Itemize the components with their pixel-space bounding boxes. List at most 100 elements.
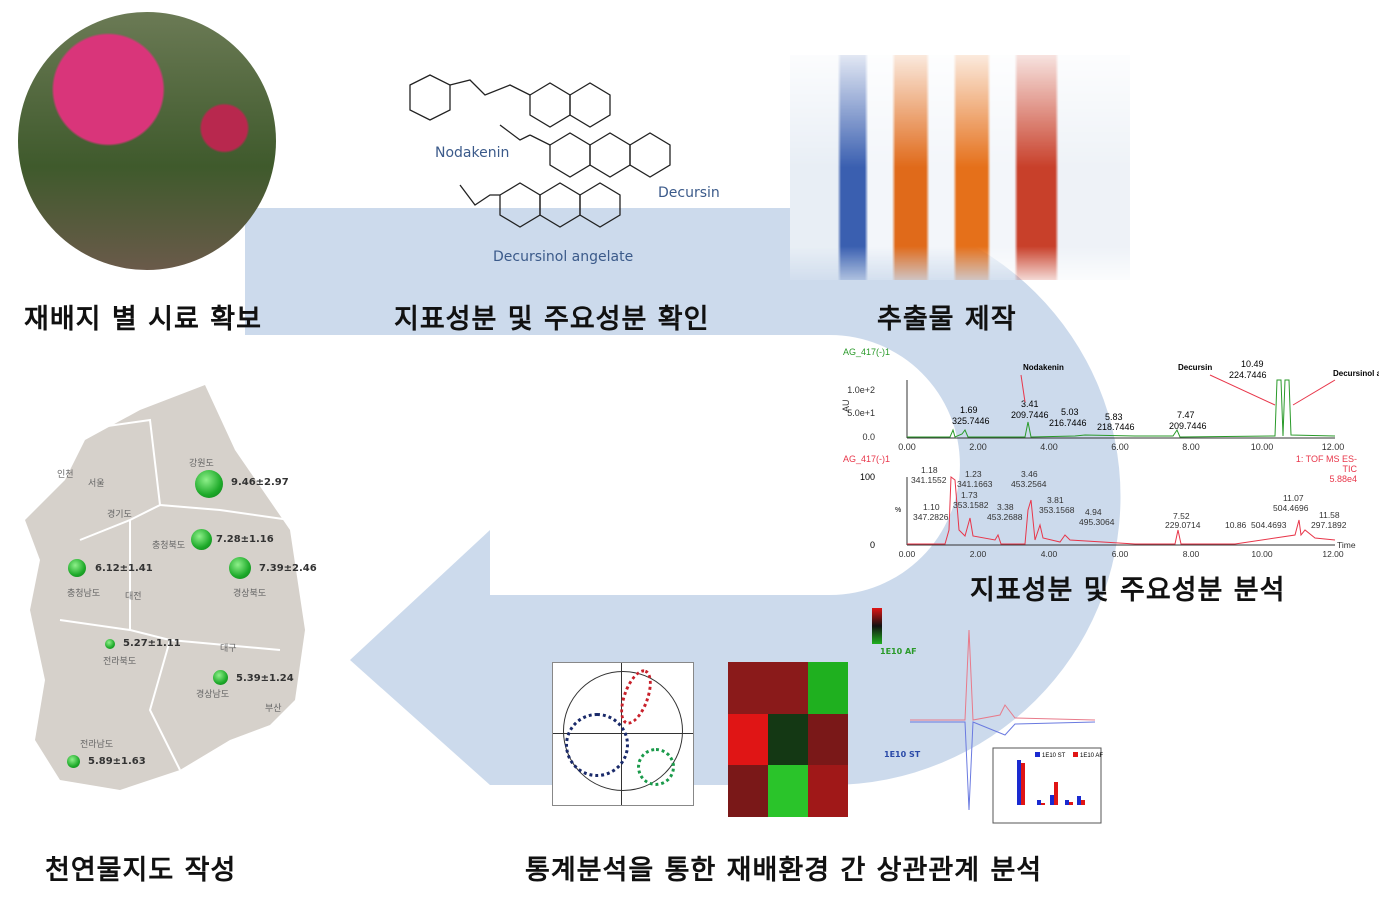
svg-text:1.23: 1.23: [965, 469, 982, 479]
top-trace: [907, 379, 1336, 438]
svg-text:297.1892: 297.1892: [1311, 520, 1347, 530]
svg-text:TIC: TIC: [1343, 464, 1358, 474]
svg-text:453.2564: 453.2564: [1011, 479, 1047, 489]
bar-legend-st: 1E10 ST: [1042, 753, 1066, 759]
svg-text:353.1568: 353.1568: [1039, 505, 1075, 515]
step-component-analysis: 지표성분 및 주요성분 분석: [970, 575, 1286, 606]
svg-text:11.58: 11.58: [1319, 510, 1340, 520]
step-natural-product-map: 천연물지도 작성: [45, 855, 237, 886]
svg-text:4.00: 4.00: [1041, 549, 1058, 559]
svg-text:5.88e4: 5.88e4: [1329, 474, 1357, 484]
svg-text:325.7446: 325.7446: [952, 416, 990, 426]
map-label-gyeongnam: 경상남도: [196, 690, 230, 700]
svg-text:224.7446: 224.7446: [1229, 370, 1267, 380]
value-gangwon: 9.46±2.97: [231, 477, 289, 488]
svg-text:353.1582: 353.1582: [953, 500, 989, 510]
svg-text:10.00: 10.00: [1251, 549, 1273, 559]
svg-text:229.0714: 229.0714: [1165, 520, 1201, 530]
map-label-jeonbuk: 전라북도: [103, 657, 137, 667]
top-ytick: 1.0e+2: [847, 385, 875, 395]
svg-text:209.7446: 209.7446: [1169, 421, 1207, 431]
bubble-jeonbuk: [105, 639, 115, 649]
korea-map: [25, 385, 305, 790]
value-chungnam: 6.12±1.41: [95, 563, 153, 574]
svg-text:10.00: 10.00: [1251, 442, 1274, 452]
svg-text:504.4693: 504.4693: [1251, 520, 1287, 530]
map-label-chungbuk: 충청북도: [152, 541, 186, 551]
value-gyeongbuk: 7.39±2.46: [259, 563, 317, 574]
plant-photo: [18, 12, 276, 270]
svg-text:5.83: 5.83: [1105, 412, 1123, 422]
svg-text:1.18: 1.18: [921, 465, 938, 475]
svg-text:0.00: 0.00: [899, 549, 916, 559]
map-label-jeonnam: 전라남도: [80, 740, 114, 750]
svg-text:Time: Time: [1337, 540, 1356, 550]
svg-text:341.1663: 341.1663: [957, 479, 993, 489]
svg-text:8.00: 8.00: [1182, 442, 1200, 452]
svg-text:209.7446: 209.7446: [1011, 410, 1049, 420]
svg-text:1.73: 1.73: [961, 490, 978, 500]
svg-text:11.07: 11.07: [1283, 493, 1304, 503]
svg-text:12.00: 12.00: [1322, 549, 1344, 559]
svg-text:3.38: 3.38: [997, 502, 1014, 512]
svg-text:504.4696: 504.4696: [1273, 503, 1309, 513]
bubble-gyeongbuk: [229, 557, 251, 579]
svg-text:3.81: 3.81: [1047, 495, 1064, 505]
top-ylabel: AU: [841, 399, 851, 412]
svg-text:7.47: 7.47: [1177, 410, 1195, 420]
svg-text:347.2826: 347.2826: [913, 512, 949, 522]
svg-text:0: 0: [870, 540, 875, 550]
bottom-trace: [907, 476, 1336, 545]
bar-legend-af: 1E10 AF: [1080, 753, 1103, 759]
svg-text:6.00: 6.00: [1111, 442, 1129, 452]
svg-text:3.46: 3.46: [1021, 469, 1038, 479]
svg-text:Decursinol angelate: Decursinol angelate: [1333, 369, 1379, 378]
map-label-incheon: 인천: [57, 470, 74, 480]
svg-text:100: 100: [860, 472, 875, 482]
top-ytick: 0.0: [862, 432, 875, 442]
svg-text:216.7446: 216.7446: [1049, 418, 1087, 428]
heatmap: [728, 662, 848, 817]
step-sample-collection: 재배지 별 시료 확보: [24, 304, 262, 335]
svg-text:3.41: 3.41: [1021, 399, 1039, 409]
svg-text:Decursin: Decursin: [1178, 363, 1212, 372]
svg-text:7.52: 7.52: [1173, 511, 1190, 521]
svg-text:12.00: 12.00: [1322, 442, 1345, 452]
svg-text:5.03: 5.03: [1061, 407, 1079, 417]
svg-text:495.3064: 495.3064: [1079, 517, 1115, 527]
svg-text:1.69: 1.69: [960, 405, 978, 415]
chromatogram: AG_417(-)1 AU 1.0e+2 5.0e+1 0.0 1.69325.…: [841, 347, 1379, 559]
svg-text:10.49: 10.49: [1241, 359, 1264, 369]
pca-plot: [552, 662, 694, 806]
value-jeonbuk: 5.27±1.11: [123, 638, 181, 649]
svg-text:2.00: 2.00: [969, 442, 987, 452]
chemical-structures: [409, 74, 671, 228]
top-ytick: 5.0e+1: [847, 408, 875, 418]
compound-label-decursin: Decursin: [658, 185, 720, 201]
map-label-daegu: 대구: [220, 644, 237, 654]
extraction-photo: [790, 55, 1130, 280]
svg-text:6.00: 6.00: [1112, 549, 1129, 559]
svg-text:AG_417(-)1: AG_417(-)1: [843, 454, 890, 464]
map-label-daejeon: 대전: [125, 592, 142, 602]
svg-text:341.1552: 341.1552: [911, 475, 947, 485]
heatmap-label-st: 1E10 ST: [884, 750, 921, 759]
svg-text:218.7446: 218.7446: [1097, 422, 1135, 432]
spectrum-and-bar-chart: 1E10 ST 1E10 AF: [910, 629, 1103, 824]
map-label-seoul: 서울: [88, 479, 105, 489]
bubble-chungbuk: [191, 529, 212, 550]
svg-text:4.94: 4.94: [1085, 507, 1102, 517]
heatmap-colorbar: [872, 608, 882, 644]
svg-text:4.00: 4.00: [1040, 442, 1058, 452]
map-label-gangwon: 강원도: [189, 459, 214, 469]
svg-text:%: %: [895, 507, 901, 514]
compound-label-nodakenin: Nodakenin: [435, 145, 510, 161]
map-label-gyeonggi: 경기도: [107, 510, 132, 520]
heatmap-label-af: 1E10 AF: [880, 647, 917, 656]
bubble-chungnam: [68, 559, 86, 577]
top-trace-title: AG_417(-)1: [843, 347, 890, 357]
bubble-jeonnam: [67, 755, 80, 768]
bubble-gyeongnam: [213, 670, 228, 685]
bubble-gangwon: [195, 470, 223, 498]
